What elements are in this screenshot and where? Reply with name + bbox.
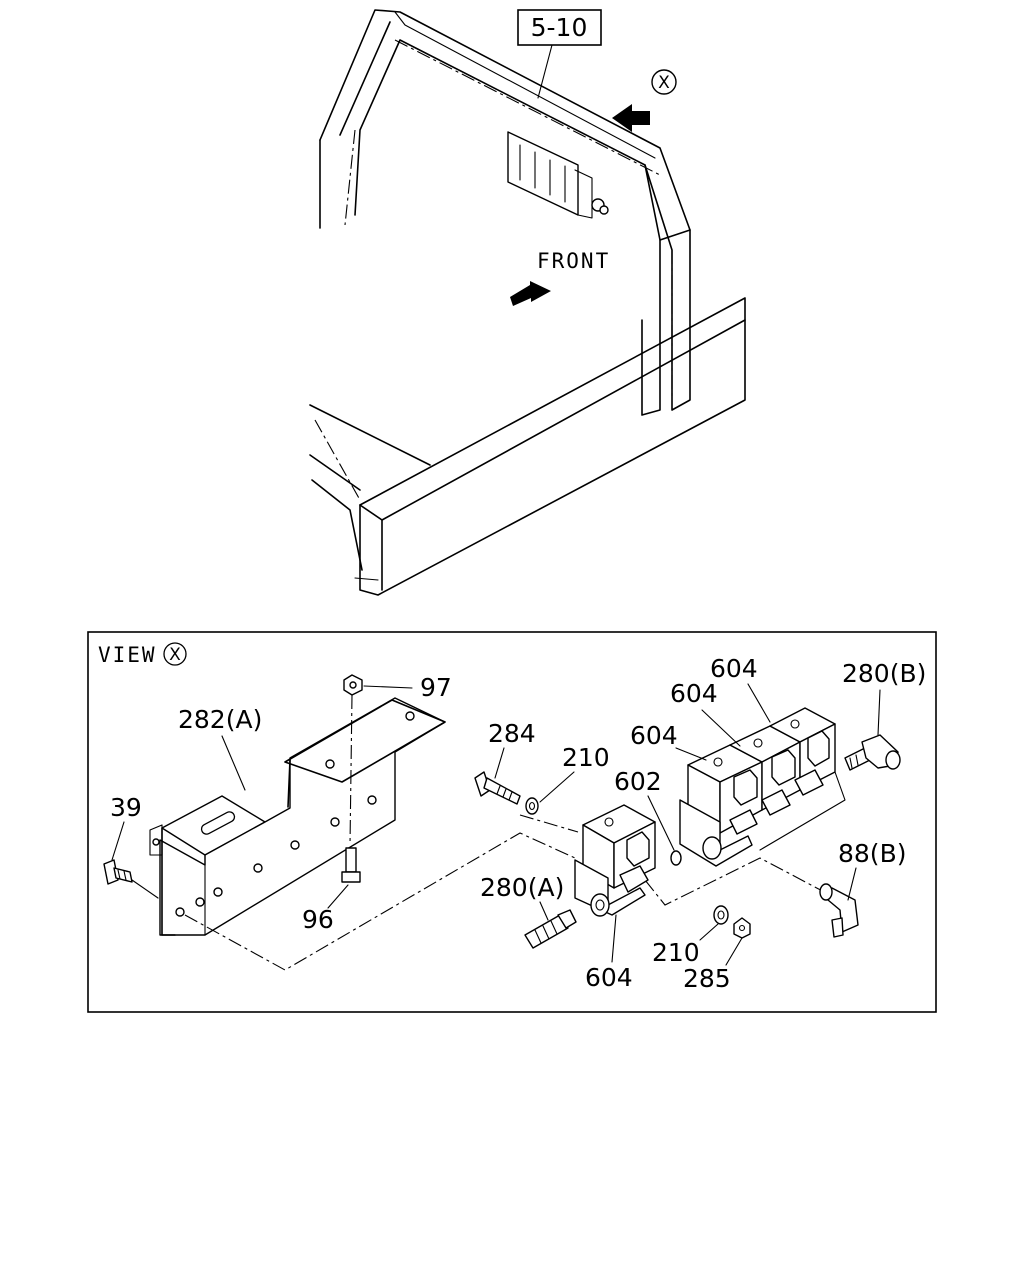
callout-88b: 88(B) — [838, 839, 906, 868]
callout-210-top: 210 — [562, 743, 610, 772]
fitting-280b — [844, 734, 901, 771]
valve-604-front — [574, 804, 656, 917]
view-title-marker: X — [163, 642, 187, 666]
washer-210-top — [525, 797, 539, 815]
callout-280a: 280(A) — [480, 873, 564, 902]
callout-604-c: 604 — [710, 654, 758, 683]
callout-97: 97 — [420, 673, 452, 702]
washer-210-bottom — [713, 905, 729, 925]
detail-view-frame — [87, 631, 937, 1013]
callout-604-b: 604 — [670, 679, 718, 708]
bolt-96 — [341, 847, 361, 883]
assembly-line-left — [184, 832, 576, 971]
bolt-axis-line — [349, 694, 353, 846]
washer-210-top-hole — [528, 801, 536, 811]
view-x-marker-label: X — [658, 73, 670, 93]
callout-39: 39 — [110, 793, 142, 822]
chassis-frame-illustration — [309, 9, 746, 596]
nut-97 — [343, 674, 363, 696]
callout-96: 96 — [302, 905, 334, 934]
view-x-marker: X — [651, 69, 677, 95]
callout-210-bottom: 210 — [652, 938, 700, 967]
callout-604-front: 604 — [585, 963, 633, 992]
callout-282a: 282(A) — [178, 705, 262, 734]
view-title: VIEW — [98, 643, 157, 667]
bolt-39-leader — [131, 879, 159, 899]
fitting-280a — [524, 909, 577, 949]
callout-280b: 280(B) — [842, 659, 926, 688]
bracket-282a — [149, 697, 446, 936]
assembly-line-bolt — [519, 814, 579, 833]
reference-label: 5-10 — [531, 13, 588, 42]
assembly-line-right — [644, 857, 831, 906]
callout-602: 602 — [614, 767, 662, 796]
nut-285 — [733, 917, 751, 939]
callout-285: 285 — [683, 964, 731, 993]
front-label: FRONT — [537, 249, 610, 273]
valve-604-back-3 — [759, 707, 846, 851]
valve-604-back-1 — [679, 744, 763, 867]
bolt-284 — [474, 771, 521, 805]
callout-604-a: 604 — [630, 721, 678, 750]
reference-box: 5-10 — [517, 9, 602, 99]
callout-284: 284 — [488, 719, 536, 748]
oring-602 — [670, 850, 682, 866]
view-title-marker-label: X — [169, 645, 181, 665]
bolt-39 — [103, 859, 133, 885]
elbow-88b — [819, 883, 859, 938]
callouts: 97 282(A) 39 96 284 210 602 604 604 604 … — [110, 654, 926, 993]
valve-604-back-2 — [729, 725, 801, 816]
